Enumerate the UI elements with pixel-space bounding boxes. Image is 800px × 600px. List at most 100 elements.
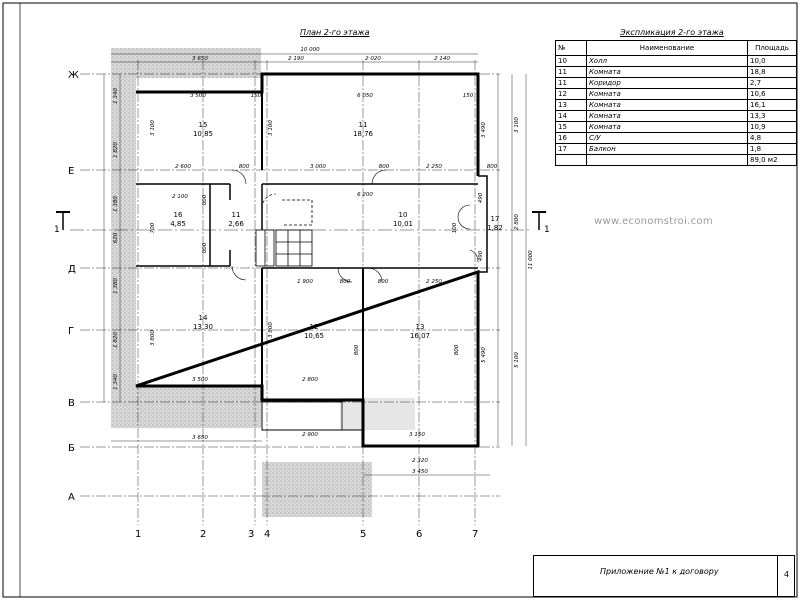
dim-left-1: 1 340 bbox=[113, 88, 119, 104]
dim-left-5: 1 380 bbox=[113, 278, 119, 294]
room-15-number: 15 bbox=[199, 121, 208, 129]
dim-in-44: 800 bbox=[202, 194, 208, 205]
dim-top-4: 2 140 bbox=[434, 56, 450, 62]
room-12-number: 12 bbox=[310, 323, 319, 331]
dim-in-7: 2 600 bbox=[175, 164, 191, 170]
hatch-area-bottom bbox=[111, 386, 261, 428]
dim-in-5: 3 100 bbox=[150, 120, 156, 136]
axis-row-e: Е bbox=[68, 166, 74, 177]
cell-area: 13,3 bbox=[747, 110, 797, 122]
room-15-area: 10,85 bbox=[193, 130, 213, 138]
dimension-texts: 10 000 3 650 2 190 2 020 2 140 3 500 150… bbox=[172, 47, 498, 475]
room-12-area: 10,65 bbox=[304, 332, 324, 340]
axis-col-1: 1 bbox=[135, 529, 141, 540]
dim-in-47: 490 bbox=[478, 250, 484, 261]
hatch-area-terrace bbox=[340, 398, 415, 430]
dim-in-4: 150 bbox=[463, 93, 474, 99]
cell-area: 4,8 bbox=[747, 132, 797, 144]
dim-in-29: 2 320 bbox=[412, 458, 428, 464]
dim-in-31: 3 450 bbox=[412, 469, 428, 475]
cell-empty bbox=[586, 154, 748, 166]
explication-header-row: № Наименование Площадь bbox=[555, 40, 797, 56]
dim-top-overall: 10 000 bbox=[300, 47, 320, 53]
cell-number: 16 bbox=[555, 132, 587, 144]
vertical-dimension-texts: 3 100 3 490 2 800 11 000 5 100 5 490 1 3… bbox=[113, 88, 534, 390]
dim-top-3: 2 020 bbox=[365, 56, 381, 62]
dim-left-4: 620 bbox=[113, 232, 119, 243]
header-area: Площадь bbox=[747, 40, 797, 56]
axis-row-d: Д bbox=[68, 264, 76, 275]
hatch-area-stair bbox=[262, 462, 372, 517]
dim-in-13: 2 100 bbox=[172, 194, 188, 200]
axis-row-g: Г bbox=[68, 326, 74, 337]
cell-number: 17 bbox=[555, 143, 587, 155]
dim-in-14: 6 200 bbox=[357, 192, 373, 198]
dim-right-6: 5 490 bbox=[481, 347, 487, 363]
title-block-divider bbox=[777, 555, 778, 597]
dim-in-15: 1 900 bbox=[297, 279, 313, 285]
dim-in-6: 3 100 bbox=[268, 120, 274, 136]
dim-in-25: 2 900 bbox=[302, 432, 318, 438]
hatch-area-left bbox=[111, 78, 136, 388]
cell-area: 16,1 bbox=[747, 99, 797, 111]
cell-name: С/У bbox=[586, 132, 748, 144]
cell-number: 13 bbox=[555, 99, 587, 111]
header-number: № bbox=[555, 40, 587, 56]
dim-left-7: 1 340 bbox=[113, 374, 119, 390]
dim-in-12: 800 bbox=[487, 164, 498, 170]
dim-in-46: 490 bbox=[478, 192, 484, 203]
room-17-area: 1,82 bbox=[487, 224, 503, 232]
cell-number: 14 bbox=[555, 110, 587, 122]
dim-in-16: 800 bbox=[340, 279, 351, 285]
title-block bbox=[533, 555, 795, 597]
header-name: Наименование bbox=[586, 40, 748, 56]
table-total-row: 89,0 м2 bbox=[555, 154, 797, 166]
dim-in-10: 800 bbox=[379, 164, 390, 170]
dim-in-17: 800 bbox=[378, 279, 389, 285]
dim-left-6: 1 820 bbox=[113, 332, 119, 348]
room-11-area: 18,76 bbox=[353, 130, 374, 138]
dim-top-2: 2 190 bbox=[288, 56, 304, 62]
axis-row-b: Б bbox=[68, 443, 75, 454]
cell-area: 1,8 bbox=[747, 143, 797, 155]
dim-in-45: 800 bbox=[202, 242, 208, 253]
axis-col-labels: 1 2 3 4 5 6 7 bbox=[135, 529, 478, 540]
dim-in-32: 3 650 bbox=[192, 435, 208, 441]
cell-number: 15 bbox=[555, 121, 587, 133]
dim-in-11: 2 250 bbox=[426, 164, 442, 170]
room-labels: 15 10,85 11 18,76 16 4,85 11 2,66 10 10,… bbox=[170, 121, 503, 340]
axis-col-5: 5 bbox=[360, 529, 366, 540]
room-16-area: 4,85 bbox=[170, 220, 186, 228]
cell-name: Комната bbox=[586, 110, 748, 122]
cell-name: Балкон bbox=[586, 143, 748, 155]
axis-col-3: 3 bbox=[248, 529, 254, 540]
explication-title: Экспликация 2-го этажа bbox=[620, 28, 724, 37]
door-swings bbox=[231, 169, 479, 283]
axis-col-2: 2 bbox=[200, 529, 206, 540]
cell-name: Комната bbox=[586, 99, 748, 111]
dim-in-26: 3 150 bbox=[409, 432, 425, 438]
cell-number: 12 bbox=[555, 88, 587, 100]
axis-col-6: 6 bbox=[416, 529, 422, 540]
staircase bbox=[255, 199, 313, 267]
cell-name: Коридор bbox=[586, 77, 748, 89]
dim-in-1: 3 500 bbox=[190, 93, 206, 99]
dim-right-3: 2 800 bbox=[514, 214, 520, 230]
cell-area: 10,6 bbox=[747, 88, 797, 100]
dim-in-37: 800 bbox=[354, 344, 360, 355]
dim-left-2: 1 820 bbox=[113, 142, 119, 158]
dim-right-5: 5 100 bbox=[514, 352, 520, 368]
room-17-number: 17 bbox=[491, 215, 500, 223]
cell-number: 11 bbox=[555, 66, 587, 78]
dim-in-43: 700 bbox=[150, 222, 156, 233]
